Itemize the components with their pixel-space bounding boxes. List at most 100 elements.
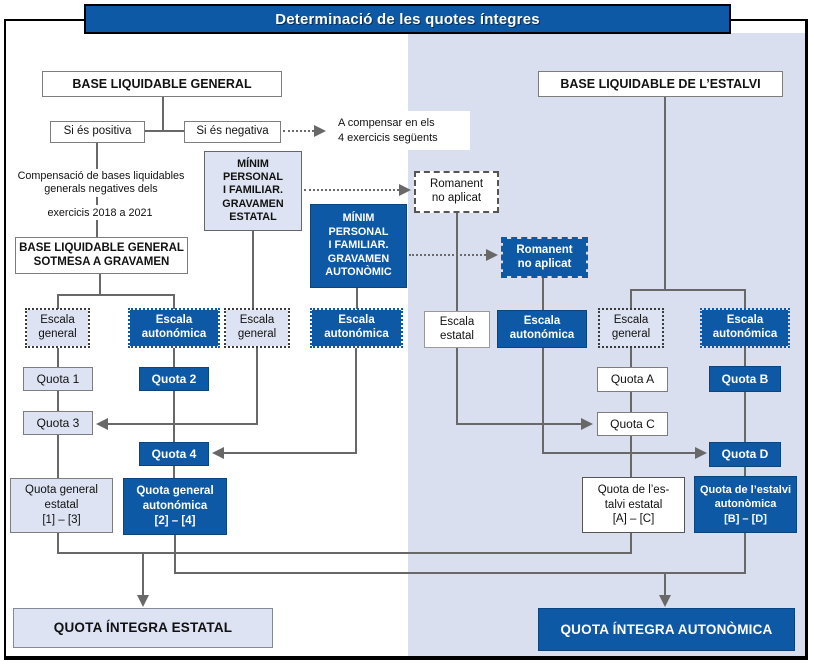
- minim-estatal-line-3: I FAMILIAR.: [223, 184, 283, 197]
- quota-4-box: Quota 4: [139, 442, 209, 466]
- escala-general-3-line-2: general: [611, 328, 651, 340]
- connector-line: [142, 554, 144, 596]
- a-compensar-note: A compensar en els 4 exercicis següents: [328, 111, 470, 150]
- quota-b-label: Quota B: [721, 371, 769, 386]
- quota-integra-autonomica-label: QUOTA ÍNTEGRA AUTONÒMICA: [560, 621, 773, 637]
- minim-estatal-line-4: GRAVAMEN: [222, 197, 284, 210]
- escala-general-3-line-1: Escala: [613, 314, 649, 327]
- connector-line: [630, 289, 746, 291]
- connector-line: [630, 289, 632, 309]
- arrowhead-right-icon: [695, 447, 707, 459]
- connector-line: [456, 423, 582, 425]
- quota-integra-estatal-label: QUOTA ÍNTEGRA ESTATAL: [53, 620, 233, 636]
- quota-general-estatal-line-1: Quota general: [25, 484, 98, 497]
- a-compensar-line-2: 4 exercicis següents: [338, 131, 438, 144]
- connector-line: [664, 97, 666, 290]
- quota-b-box: Quota B: [709, 366, 781, 392]
- quota-1-box: Quota 1: [23, 367, 93, 391]
- quota-c-label: Quota C: [610, 416, 655, 431]
- title-bar: Determinació de les quotes íntegres: [84, 4, 731, 34]
- minim-autonomic-line-2: PERSONAL: [328, 225, 389, 238]
- quota-estalvi-autonomica-line-3: [B] – [D]: [724, 512, 767, 525]
- escala-autonomica-4-line-1: Escala: [726, 314, 764, 327]
- base-sotmesa-line-2: SOTMESA A GRAVAMEN: [33, 255, 170, 268]
- connector-line: [542, 278, 544, 311]
- a-compensar-line-1: A compensar en els: [338, 117, 435, 130]
- quota-estalvi-estatal-box: Quota de l’es- talvi estatal [A] – [C]: [582, 477, 685, 533]
- minim-autonomic-line-3: I FAMILIAR.: [328, 239, 389, 252]
- quota-estalvi-autonomica-box: Quota de l’estalvi autonòmica [B] – [D]: [694, 476, 797, 533]
- base-sotmesa-box: BASE LIQUIDABLE GENERAL SOTMESA A GRAVAM…: [15, 237, 188, 274]
- quota-general-estatal-line-2: estatal: [44, 499, 79, 512]
- base-sotmesa-line-1: BASE LIQUIDABLE GENERAL: [19, 241, 184, 254]
- quota-estalvi-estatal-line-3: [A] – [C]: [612, 513, 655, 526]
- connector-line: [174, 572, 746, 574]
- connector-line: [107, 423, 258, 425]
- dotted-connector: [304, 189, 399, 191]
- quota-d-box: Quota D: [709, 442, 781, 467]
- si-es-negativa-box: Si és negativa: [184, 121, 281, 143]
- escala-autonomica-2-line-2: autonómica: [324, 328, 389, 340]
- minim-estatal-line-5: ESTATAL: [229, 210, 277, 223]
- connector-line: [252, 231, 254, 309]
- connector-line: [744, 348, 746, 367]
- connector-line: [173, 391, 175, 443]
- connector-line: [145, 130, 185, 132]
- quota-3-box: Quota 3: [23, 411, 93, 435]
- arrowhead-right-icon: [581, 418, 593, 430]
- minim-autonomic-line-1: MÍNIM: [342, 212, 375, 225]
- connector-line: [542, 348, 544, 454]
- compensacio-line-1: Compensació de bases liquidables: [17, 169, 185, 182]
- arrowhead-right-icon: [314, 125, 326, 137]
- minim-autonomic-line-5: AUTONÒMIC: [325, 266, 392, 279]
- connector-line: [256, 348, 258, 425]
- connector-line: [664, 574, 666, 596]
- romanent-estatal-line-2: no aplicat: [431, 192, 482, 204]
- connector-line: [456, 213, 458, 312]
- quota-general-autonomica-line-1: Quota general: [136, 485, 214, 498]
- connector-line: [630, 392, 632, 413]
- arrowhead-left-icon: [96, 418, 108, 430]
- escala-general-2-line-1: Escala: [239, 314, 275, 327]
- connector-line: [57, 391, 59, 412]
- escala-autonomica-4-line-2: autonómica: [712, 328, 778, 340]
- quota-d-label: Quota D: [721, 447, 769, 462]
- quota-general-estatal-box: Quota general estatal [1] – [3]: [10, 478, 113, 533]
- quota-3-label: Quota 3: [36, 415, 80, 430]
- connector-line: [542, 452, 696, 454]
- quota-2-label: Quota 2: [151, 371, 197, 386]
- escala-autonomica-1-line-1: Escala: [155, 314, 193, 327]
- quota-integra-autonomica-box: QUOTA ÍNTEGRA AUTONÒMICA: [538, 608, 795, 651]
- connector-line: [744, 392, 746, 443]
- escala-autonomica-2-box: Escala autonómica: [310, 308, 403, 348]
- quota-general-autonomica-line-3: [2] – [4]: [154, 514, 196, 527]
- exercicis-note: exercicis 2018 a 2021: [30, 205, 170, 220]
- escala-autonomica-2-line-1: Escala: [338, 314, 375, 327]
- quota-estalvi-estatal-line-2: talvi estatal: [604, 498, 663, 511]
- connector-line: [57, 552, 632, 554]
- arrowhead-right-icon: [399, 184, 411, 196]
- connector-line: [57, 294, 59, 309]
- connector-line: [744, 289, 746, 309]
- quota-general-estatal-line-3: [1] – [3]: [42, 513, 81, 526]
- compensacio-line-2: generals negatives dels: [44, 183, 158, 195]
- escala-autonomica-3-box: Escala autonómica: [497, 310, 587, 348]
- quota-c-box: Quota C: [597, 412, 668, 436]
- quota-estalvi-estatal-line-1: Quota de l’es-: [597, 483, 670, 496]
- connector-line: [173, 466, 175, 479]
- escala-general-1-box: Escala general: [25, 308, 90, 348]
- escala-autonomica-1-box: Escala autonómica: [128, 308, 220, 348]
- connector-line: [99, 274, 101, 295]
- escala-general-2-line-2: general: [237, 328, 277, 340]
- quota-general-autonomica-box: Quota general autonómica [2] – [4]: [123, 478, 227, 535]
- minim-personal-estatal-box: MÍNIM PERSONAL I FAMILIAR. GRAVAMEN ESTA…: [204, 151, 302, 231]
- romanent-no-aplicat-estatal-box: Romanent no aplicat: [414, 171, 499, 213]
- escala-general-3-box: Escala general: [598, 308, 664, 348]
- connector-line: [630, 348, 632, 368]
- connector-line: [355, 348, 357, 453]
- quota-estalvi-autonomica-line-1: Quota de l’estalvi: [699, 484, 792, 497]
- quota-estalvi-autonomica-line-2: autonòmica: [714, 498, 777, 511]
- escala-general-2-box: Escala general: [224, 308, 290, 348]
- minim-autonomic-line-4: GRAVAMEN: [327, 252, 390, 265]
- escala-general-1-line-1: Escala: [40, 314, 75, 327]
